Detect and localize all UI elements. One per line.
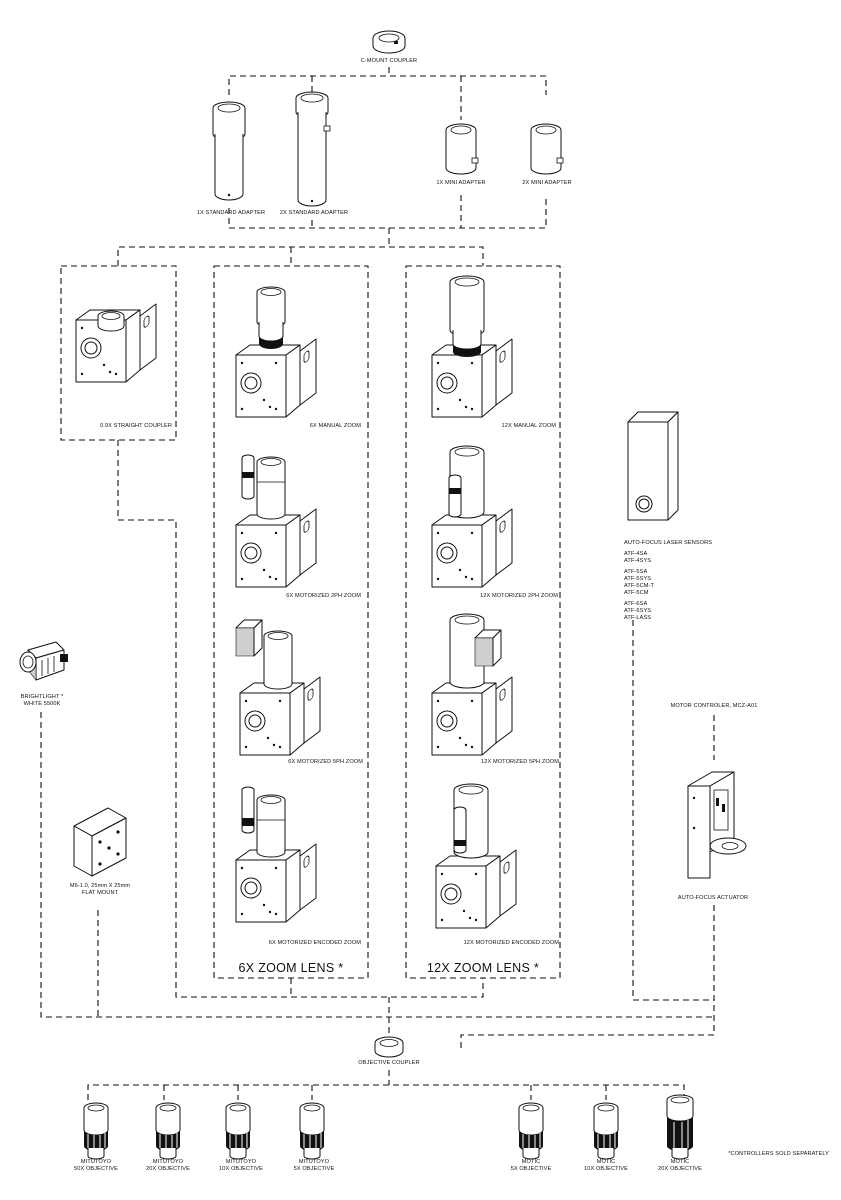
laser-sensor-list: AUTO-FOCUS LASER SENSORS ATF-4SA ATF-4SY… bbox=[624, 540, 712, 622]
objective-magnification: 20X OBJECTIVE bbox=[146, 1166, 190, 1172]
zoom6-group-title: 6X ZOOM LENS * bbox=[238, 961, 344, 975]
zoom12-2ph-label: 12X MOTORIZED 2PH ZOOM bbox=[480, 593, 558, 599]
objective-drawing-motic-5x bbox=[518, 1102, 544, 1160]
objective-label: MITUTOYO 50X OBJECTIVE bbox=[74, 1159, 118, 1173]
c-mount-coupler-label: C-MOUNT COUPLER bbox=[360, 58, 418, 64]
sensor-model: ATF-4SYS bbox=[624, 558, 652, 564]
zoom12-5ph-label: 12X MOTORIZED 5PH ZOOM bbox=[481, 759, 559, 765]
sensor-model: ATF-6SA bbox=[624, 601, 648, 607]
objective-brand: MITUTOYO bbox=[225, 1159, 257, 1165]
mini-adapter-1x-label: 1X MINI ADAPTER bbox=[436, 180, 486, 186]
laser-sensor-drawing bbox=[627, 411, 679, 521]
objective-label: MITUTOYO 20X OBJECTIVE bbox=[146, 1159, 190, 1173]
objective-drawing-mitutoyo-50x bbox=[83, 1102, 109, 1160]
zoom12-encoded-drawing bbox=[435, 783, 517, 929]
brightlight-label-line2: WHITE 5500K bbox=[23, 701, 61, 707]
connection-lines bbox=[40, 67, 715, 1100]
sensor-model: ATF-5CM-T bbox=[624, 583, 655, 589]
zoom6-2ph-drawing bbox=[235, 454, 317, 588]
objective-magnification: 20X OBJECTIVE bbox=[658, 1166, 702, 1172]
mini-adapter-1x-drawing bbox=[445, 123, 479, 175]
zoom6-manual-label: 6X MANUAL ZOOM bbox=[309, 423, 361, 429]
zoom12-encoded-label: 12X MOTORIZED ENCODED ZOOM bbox=[463, 940, 559, 946]
standard-adapter-1x-drawing bbox=[212, 101, 246, 201]
brightlight-drawing bbox=[19, 641, 68, 681]
sensor-model: ATF-6SYS bbox=[624, 608, 652, 614]
objective-label: MITUTOYO 10X OBJECTIVE bbox=[219, 1159, 263, 1173]
controllers-note: *CONTROLLERS SOLD SEPARATELY bbox=[728, 1151, 829, 1157]
mini-adapter-2x-drawing bbox=[530, 123, 564, 175]
objective-drawing-mitutoyo-20x bbox=[155, 1102, 181, 1160]
objective-magnification: 5X OBJECTIVE bbox=[510, 1166, 552, 1172]
standard-adapter-1x-label: 1X STANDARD ADAPTER bbox=[196, 210, 266, 216]
objective-brand: MOTIC bbox=[670, 1159, 690, 1165]
objective-magnification: 50X OBJECTIVE bbox=[74, 1166, 118, 1172]
brightlight-label: BRIGHTLIGHT * WHITE 5500K bbox=[21, 694, 64, 708]
standard-adapter-2x-label: 2X STANDARD ADAPTER bbox=[279, 210, 349, 216]
objective-drawing-mitutoyo-5x bbox=[299, 1102, 325, 1160]
objective-label: MOTIC 5X OBJECTIVE bbox=[511, 1159, 552, 1173]
zoom12-manual-label: 12X MANUAL ZOOM bbox=[501, 423, 556, 429]
objective-brand: MOTIC bbox=[596, 1159, 616, 1165]
zoom6-manual-drawing bbox=[235, 286, 317, 418]
sensor-model: ATF-LASS bbox=[624, 615, 652, 621]
sensor-model: ATF-4SA bbox=[624, 551, 648, 557]
objective-coupler-drawing bbox=[374, 1036, 404, 1058]
objective-coupler-label: OBJECTIVE COUPLER bbox=[358, 1060, 420, 1066]
standard-adapter-2x-drawing bbox=[295, 91, 331, 207]
objective-magnification: 10X OBJECTIVE bbox=[219, 1166, 263, 1172]
zoom6-2ph-label: 6X MOTORIZED 2PH ZOOM bbox=[286, 593, 361, 599]
flat-mount-label-line1: M6-1.0, 25mm X 25mm bbox=[69, 883, 131, 889]
zoom12-2ph-drawing bbox=[431, 445, 513, 588]
c-mount-coupler-drawing bbox=[372, 30, 406, 54]
objective-drawing-motic-20x bbox=[666, 1094, 694, 1160]
zoom12-5ph-drawing bbox=[431, 613, 513, 756]
straight-coupler-label: 0.9X STRAIGHT COUPLER bbox=[100, 423, 172, 429]
mini-adapter-2x-label: 2X MINI ADAPTER bbox=[522, 180, 572, 186]
af-actuator-drawing bbox=[687, 771, 747, 879]
zoom6-encoded-drawing bbox=[235, 786, 317, 923]
brightlight-label-line1: BRIGHTLIGHT * bbox=[20, 694, 64, 700]
objective-brand: MITUTOYO bbox=[298, 1159, 330, 1165]
zoom12-manual-drawing bbox=[431, 275, 513, 418]
objective-magnification: 10X OBJECTIVE bbox=[584, 1166, 628, 1172]
zoom12-group-title: 12X ZOOM LENS * bbox=[426, 961, 540, 975]
af-actuator-label: AUTO-FOCUS ACTUATOR bbox=[677, 895, 749, 901]
sensor-model: ATF-5SYS bbox=[624, 576, 652, 582]
objective-label: MITUTOYO 5X OBJECTIVE bbox=[294, 1159, 335, 1173]
objective-label: MOTIC 20X OBJECTIVE bbox=[658, 1159, 702, 1173]
flat-mount-label-line2: FLAT MOUNT bbox=[81, 890, 119, 896]
flat-mount-drawing bbox=[73, 807, 127, 877]
objective-drawing-mitutoyo-10x bbox=[225, 1102, 251, 1160]
straight-coupler-drawing bbox=[75, 303, 157, 383]
zoom6-encoded-label: 6X MOTORIZED ENCODED ZOOM bbox=[268, 940, 361, 946]
objective-drawing-motic-10x bbox=[593, 1102, 619, 1160]
objective-brand: MITUTOYO bbox=[152, 1159, 184, 1165]
sensor-model: ATF-5CM bbox=[624, 590, 649, 596]
zoom6-5ph-drawing bbox=[235, 619, 321, 756]
sensor-model: ATF-5SA bbox=[624, 569, 648, 575]
flat-mount-label: M6-1.0, 25mm X 25mm FLAT MOUNT bbox=[70, 883, 130, 897]
laser-sensors-title: AUTO-FOCUS LASER SENSORS bbox=[624, 540, 713, 546]
objective-magnification: 5X OBJECTIVE bbox=[293, 1166, 335, 1172]
objective-brand: MITUTOYO bbox=[80, 1159, 112, 1165]
motor-controller-label: MOTOR CONTROLER, MCZ-A01 bbox=[670, 703, 758, 709]
objective-label: MOTIC 10X OBJECTIVE bbox=[584, 1159, 628, 1173]
objective-brand: MOTIC bbox=[521, 1159, 541, 1165]
zoom6-5ph-label: 6X MOTORIZED 5PH ZOOM bbox=[288, 759, 363, 765]
